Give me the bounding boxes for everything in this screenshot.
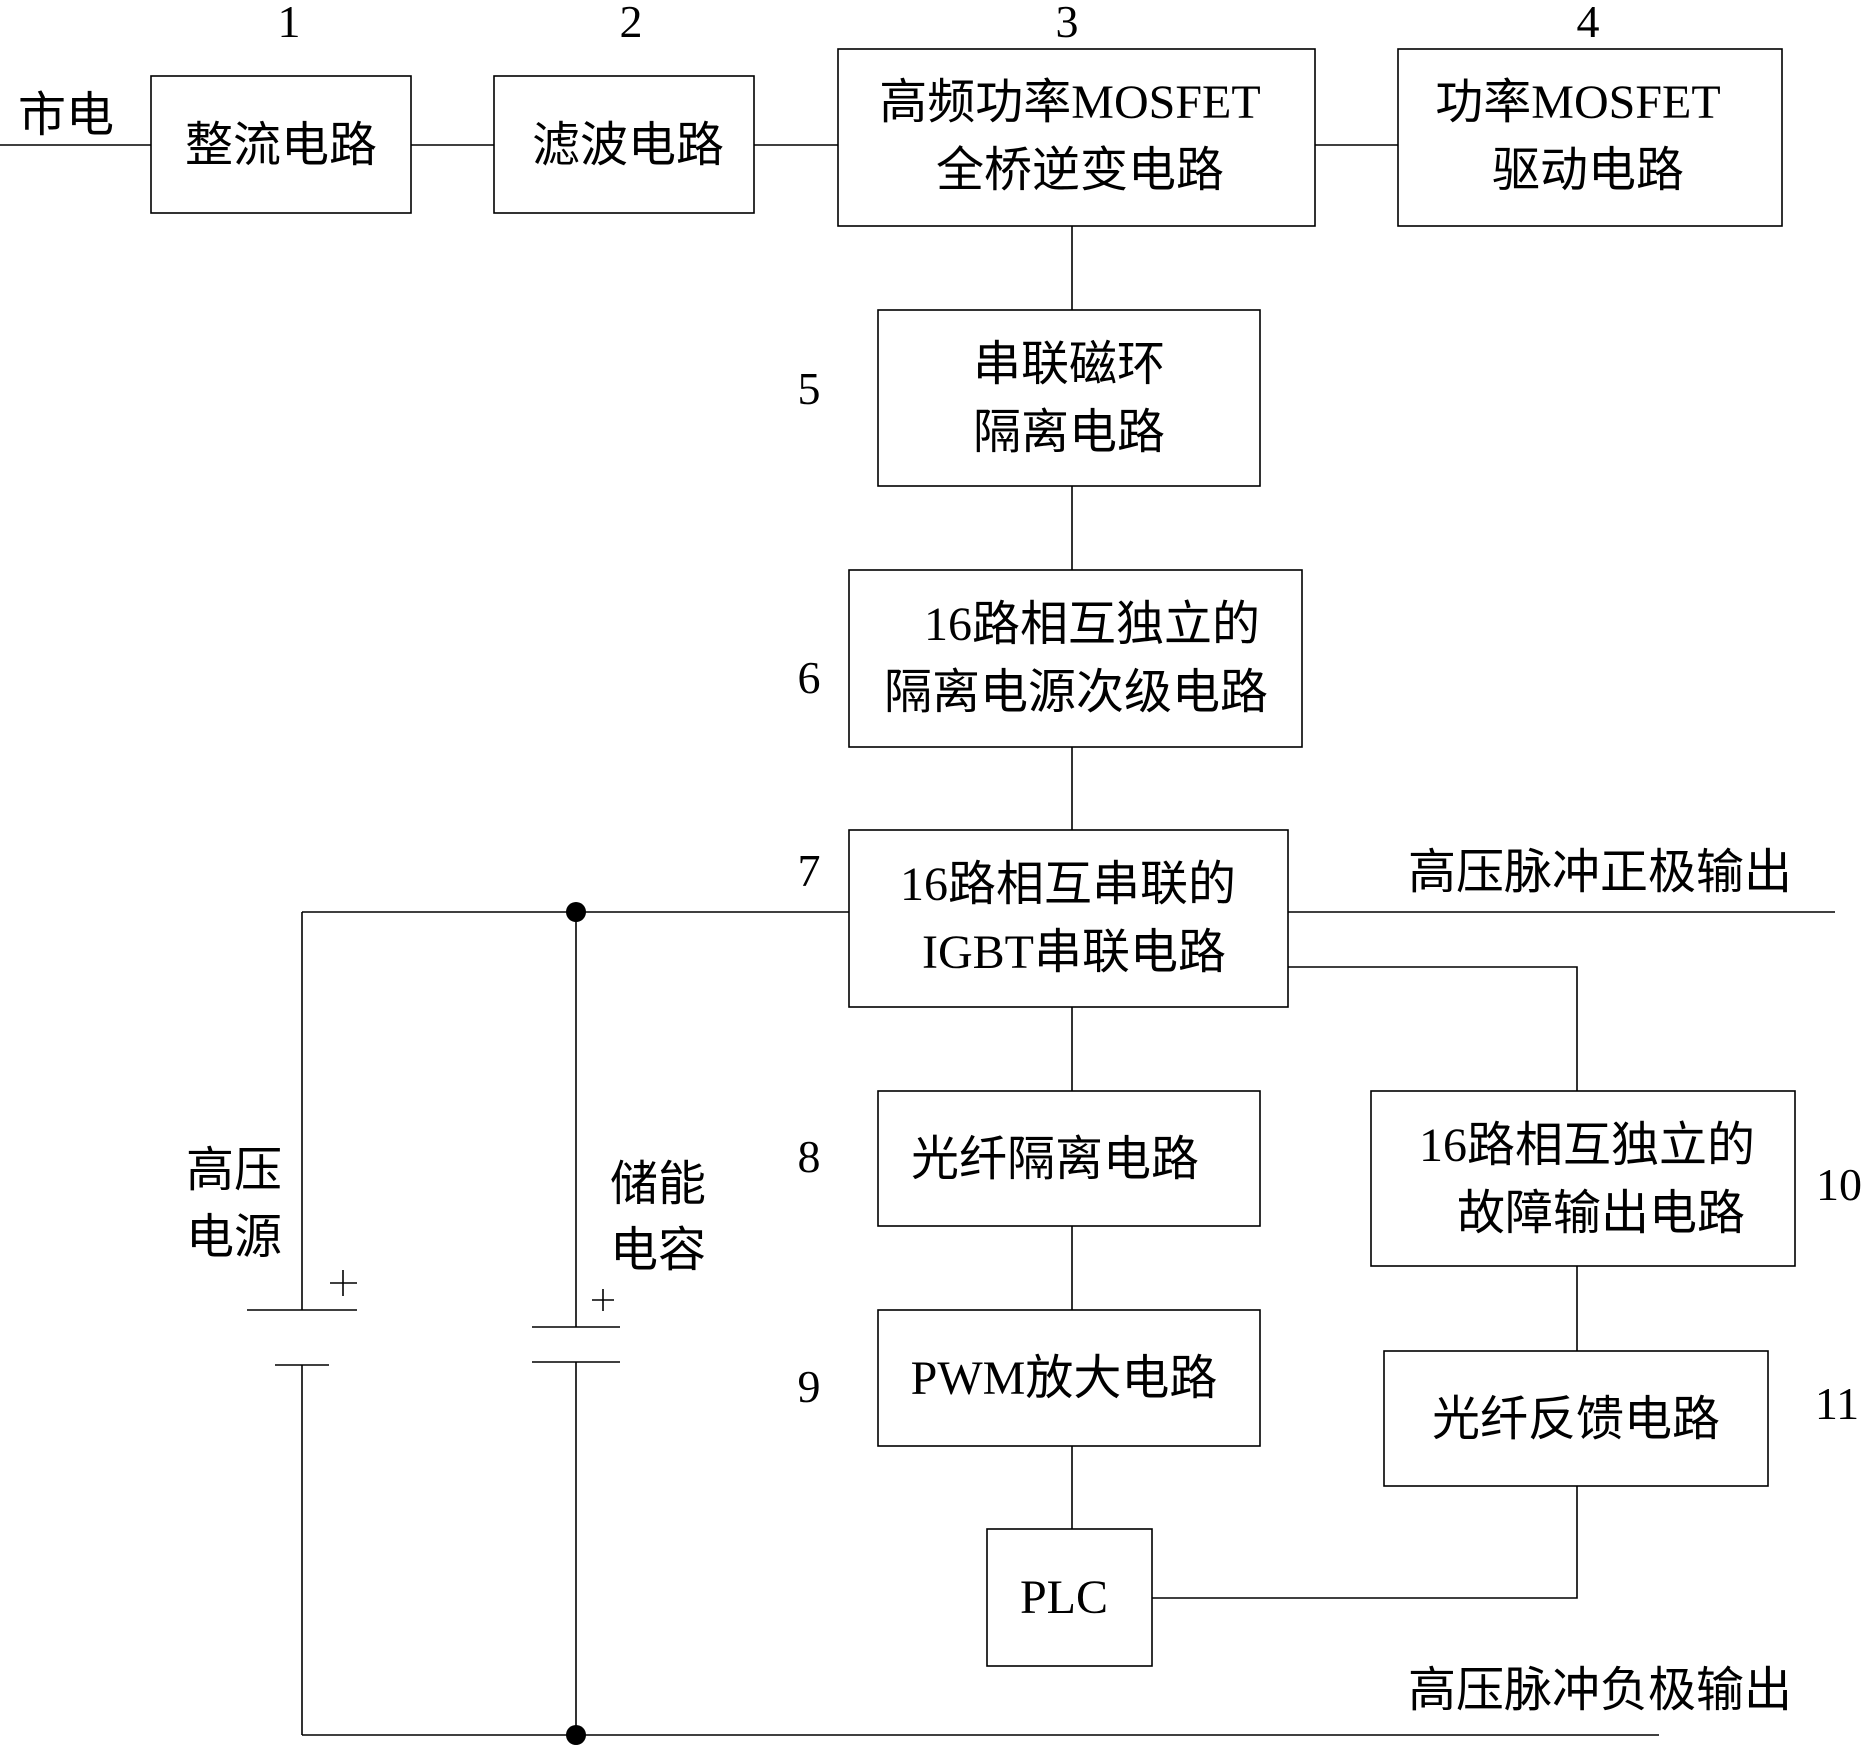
ref-number-3: 3 — [1056, 0, 1079, 47]
mains-input-label: 市电 — [18, 89, 114, 142]
ref-number-7: 7 — [798, 845, 821, 896]
wires — [0, 144, 1835, 1736]
block-5-magnetic-isolation: 串联磁环 隔离电路 — [877, 309, 1261, 487]
block-6-isolated-secondary: 16路相互独立的 隔离电源次级电路 — [848, 569, 1303, 748]
block-7-line-2: IGBT串联电路 — [922, 926, 1226, 979]
block-2-filter: 滤波电路 — [493, 75, 755, 214]
ref-number-8: 8 — [798, 1131, 821, 1182]
block-8-fiber-isolation: 光纤隔离电路 — [877, 1090, 1261, 1227]
block-3-line-1: 高频功率MOSFET — [879, 76, 1260, 129]
wire-igbt-to-fault-output — [1288, 966, 1578, 1091]
block-5-line-1: 串联磁环 — [973, 338, 1165, 391]
block-3-inverter: 高频功率MOSFET 全桥逆变电路 — [837, 48, 1316, 227]
ref-number-4: 4 — [1577, 0, 1600, 47]
block-7-line-1: 16路相互串联的 — [900, 858, 1236, 911]
block-9-pwm-amplifier: PWM放大电路 — [877, 1309, 1261, 1447]
block-5-line-2: 隔离电路 — [973, 406, 1165, 459]
hv-source-symbol — [247, 1270, 357, 1366]
storage-cap-label-line-1: 储能 — [610, 1158, 706, 1211]
block-1-rectifier: 整流电路 — [150, 75, 412, 214]
ref-number-1: 1 — [278, 0, 301, 47]
block-9-line-1: PWM放大电路 — [911, 1352, 1218, 1405]
ref-number-5: 5 — [798, 363, 821, 414]
block-8-line-1: 光纤隔离电路 — [911, 1133, 1199, 1186]
block-6-line-1: 16路相互独立的 — [924, 598, 1260, 651]
reference-numbers: 1 2 3 4 5 6 7 8 9 10 11 — [278, 0, 1863, 1429]
block-4-line-1: 功率MOSFET — [1435, 76, 1720, 129]
block-plc: PLC — [986, 1528, 1153, 1667]
ref-number-11: 11 — [1815, 1378, 1859, 1429]
ref-number-10: 10 — [1816, 1159, 1862, 1210]
positive-output-label: 高压脉冲正极输出 — [1408, 846, 1792, 899]
wire-feedback-to-plc — [1152, 1486, 1578, 1599]
block-4-driver: 功率MOSFET 驱动电路 — [1397, 48, 1783, 227]
hv-source-label-line-1: 高压 — [186, 1144, 282, 1197]
ref-number-6: 6 — [798, 652, 821, 703]
block-3-line-2: 全桥逆变电路 — [936, 144, 1224, 197]
junction-dot-positive — [566, 902, 586, 922]
block-10-line-1: 16路相互独立的 — [1419, 1119, 1755, 1172]
block-10-fault-output: 16路相互独立的 故障输出电路 — [1370, 1090, 1796, 1267]
storage-capacitor-symbol — [532, 1289, 620, 1363]
block-11-line-1: 光纤反馈电路 — [1432, 1393, 1720, 1446]
block-6-line-2: 隔离电源次级电路 — [884, 666, 1268, 719]
block-11-fiber-feedback: 光纤反馈电路 — [1383, 1350, 1769, 1487]
ref-number-9: 9 — [798, 1361, 821, 1412]
block-plc-label: PLC — [1020, 1571, 1108, 1624]
storage-cap-label-line-2: 电容 — [610, 1224, 706, 1277]
block-2-line-1: 滤波电路 — [532, 119, 724, 172]
hv-source-label-line-2: 电源 — [186, 1211, 282, 1264]
block-10-line-2: 故障输出电路 — [1457, 1187, 1745, 1240]
block-7-igbt-series: 16路相互串联的 IGBT串联电路 — [848, 829, 1289, 1008]
negative-output-label: 高压脉冲负极输出 — [1408, 1664, 1792, 1717]
junction-dot-negative — [566, 1725, 586, 1745]
block-1-line-1: 整流电路 — [185, 119, 377, 172]
ref-number-2: 2 — [620, 0, 643, 47]
block-4-line-2: 驱动电路 — [1492, 144, 1684, 197]
